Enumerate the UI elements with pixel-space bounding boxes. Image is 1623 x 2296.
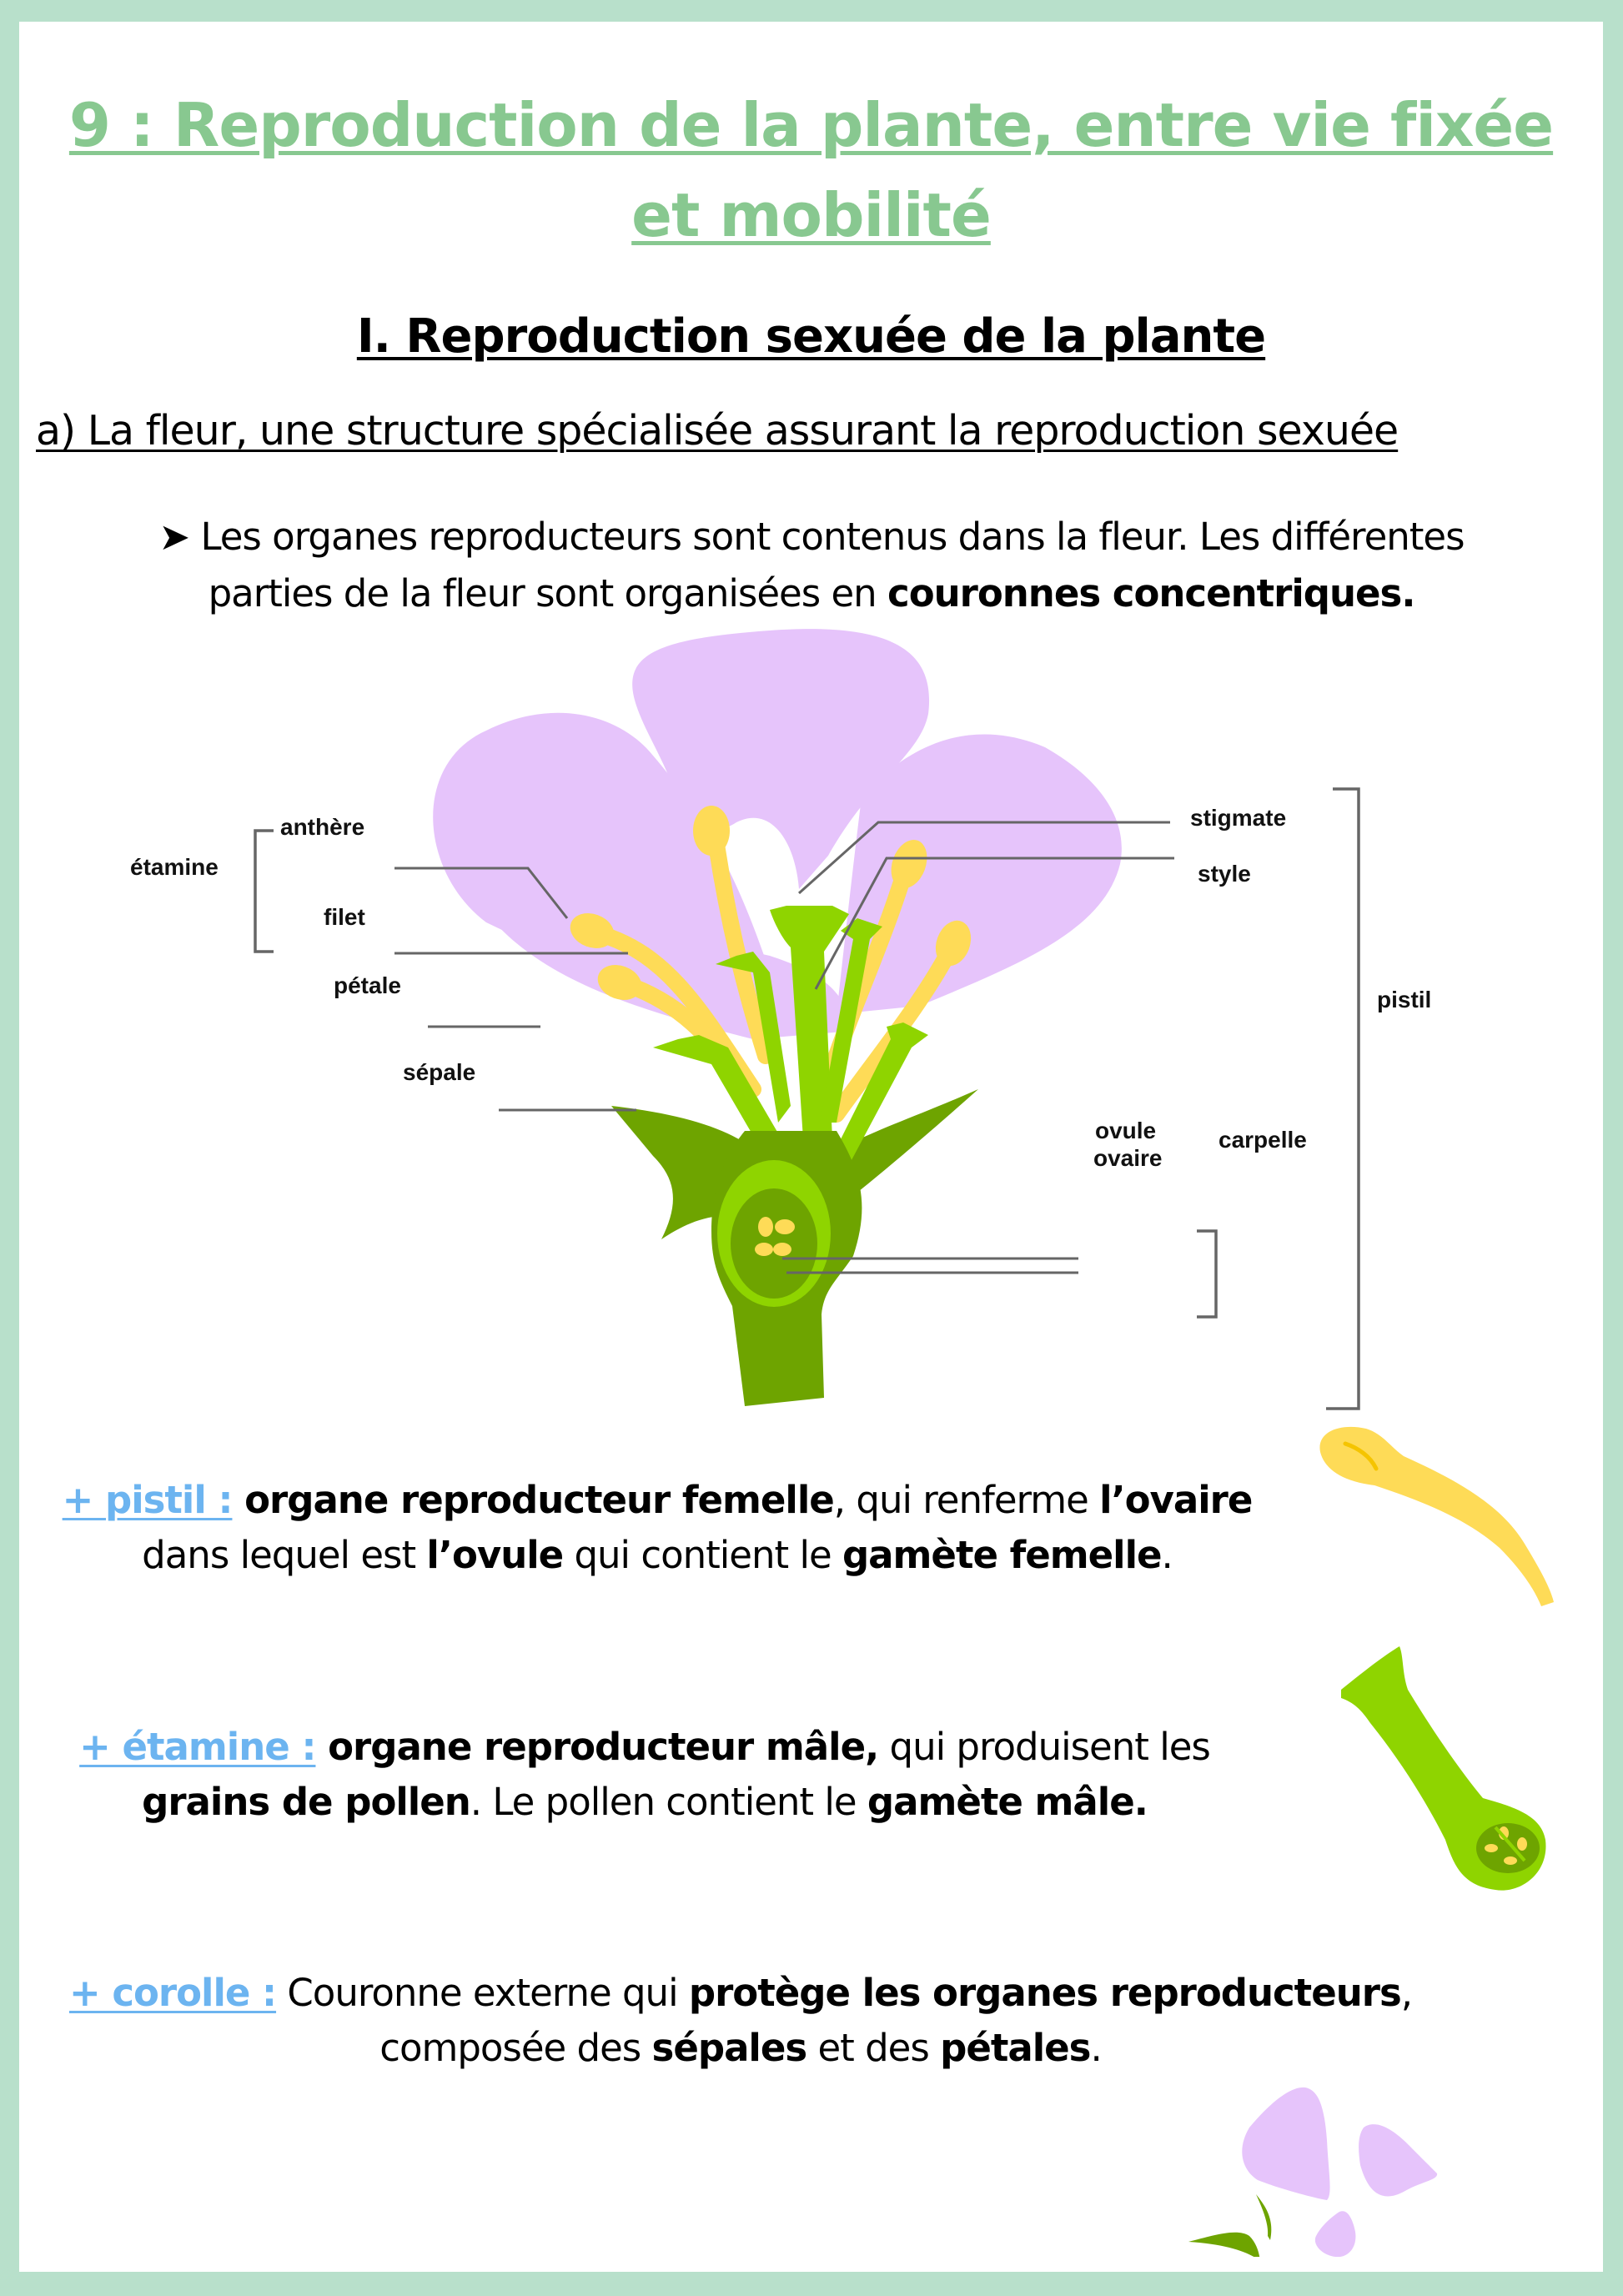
label-carpelle: carpelle xyxy=(1219,1127,1307,1153)
def-part: organe reproducteur femelle xyxy=(232,1478,835,1522)
def-part: et des xyxy=(806,2026,941,2070)
brackets xyxy=(254,787,1360,1410)
intro-text-2: parties de la fleur sont organisées en xyxy=(208,571,888,615)
label-ovaire: ovaire xyxy=(1093,1145,1163,1171)
def-part: . xyxy=(1161,1533,1173,1577)
term-corolle[interactable]: + corolle : xyxy=(68,1971,277,2015)
ovules xyxy=(755,1217,795,1256)
ovary-inner xyxy=(731,1188,817,1299)
label-lines xyxy=(394,821,1174,1274)
def-part: . Le pollen contient le xyxy=(470,1780,867,1824)
label-ovule: ovule xyxy=(1095,1118,1157,1143)
def-part: Couronne externe qui xyxy=(276,1971,689,2015)
def-part: composée des xyxy=(379,2026,652,2070)
def-part: , xyxy=(1400,1971,1413,2015)
document-page: 9 : Reproduction de la plante, entre vie… xyxy=(19,22,1603,2272)
arrow-bullet-icon: ➤ xyxy=(158,515,190,559)
def-part: sépales xyxy=(651,2026,808,2070)
anthers xyxy=(570,806,972,1000)
label-petale: pétale xyxy=(334,972,401,998)
def-part: organe reproducteur mâle, xyxy=(315,1725,879,1769)
term-pistil[interactable]: + pistil : xyxy=(62,1478,234,1522)
def-part: protège les organes reproducteurs xyxy=(688,1971,1402,2015)
label-sepale: sépale xyxy=(403,1059,476,1085)
label-etamine: étamine xyxy=(130,854,219,880)
def-part: grains de pollen xyxy=(142,1780,471,1824)
def-part: . xyxy=(1090,2026,1102,2070)
def-part: pétales xyxy=(940,2026,1091,2070)
def-part: dans lequel est xyxy=(142,1533,427,1577)
subsection-heading: a) La fleur, une structure spécialisée a… xyxy=(36,407,1399,455)
intro-bold: couronnes concentriques. xyxy=(887,571,1415,615)
definition-pistil: + pistil : organe reproducteur femelle, … xyxy=(36,1473,1279,1583)
falling-petals-icon xyxy=(1188,2087,1438,2257)
def-part: l’ovule xyxy=(426,1533,564,1577)
page-title: 9 : Reproduction de la plante, entre vie… xyxy=(19,80,1603,260)
def-part: gamète femelle xyxy=(842,1533,1163,1577)
label-pistil: pistil xyxy=(1377,987,1432,1012)
title-line-2: et mobilité xyxy=(631,180,992,250)
flower-illustration xyxy=(254,629,1360,1410)
title-line-1: 9 : Reproduction de la plante, entre vie… xyxy=(68,90,1554,160)
subsection-heading-text: a) La fleur, une structure spécialisée a… xyxy=(36,407,1399,455)
definition-corolle: + corolle : Couronne externe qui protège… xyxy=(36,1966,1445,2076)
section-heading-text: I. Reproduction sexuée de la plante xyxy=(356,309,1266,364)
petal-right xyxy=(837,734,1122,1014)
definition-etamine: + étamine : organe reproducteur mâle, qu… xyxy=(36,1720,1254,1830)
def-part: qui produisent les xyxy=(878,1725,1211,1769)
label-filet: filet xyxy=(324,904,365,930)
label-stigmate: stigmate xyxy=(1190,805,1287,831)
label-anthere: anthère xyxy=(280,814,365,840)
section-heading: I. Reproduction sexuée de la plante xyxy=(19,309,1603,364)
label-style: style xyxy=(1198,861,1251,887)
stamen-illustration-icon xyxy=(1319,1426,1554,1606)
flower-diagram: étamine anthère filet pétale sépale stig… xyxy=(19,622,1603,1414)
pistil-illustration-icon xyxy=(1341,1646,1546,1891)
def-part: l’ovaire xyxy=(1099,1478,1253,1522)
def-part: qui contient le xyxy=(563,1533,842,1577)
def-part: , qui renferme xyxy=(833,1478,1100,1522)
intro-text-1: Les organes reproducteurs sont contenus … xyxy=(189,515,1465,559)
def-part: gamète mâle. xyxy=(867,1780,1148,1824)
intro-paragraph: ➤ Les organes reproducteurs sont contenu… xyxy=(103,509,1520,622)
term-etamine[interactable]: + étamine : xyxy=(79,1725,316,1769)
